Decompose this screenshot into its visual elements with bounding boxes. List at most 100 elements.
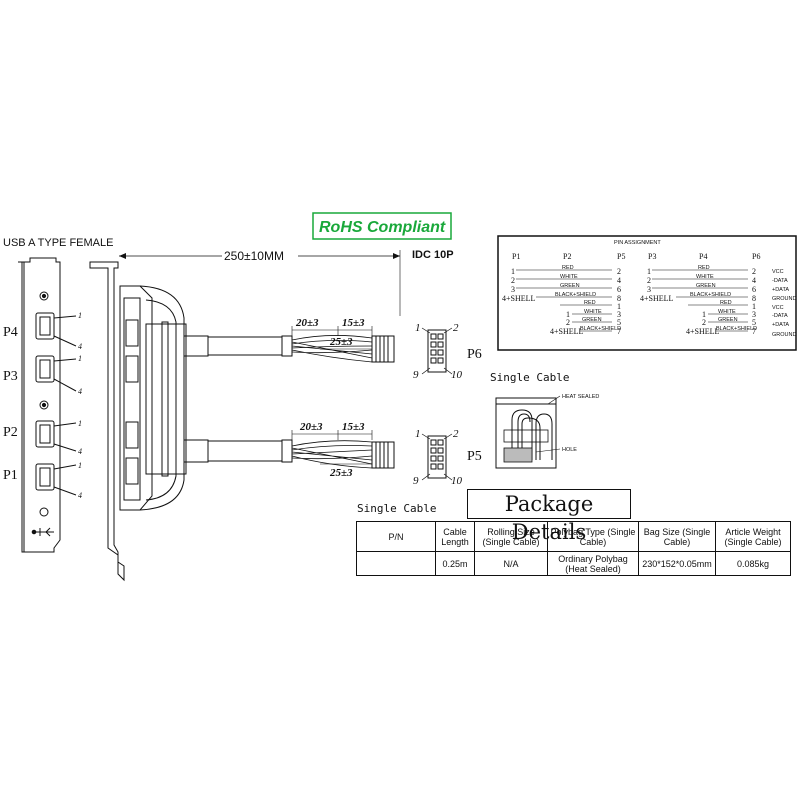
pin-r: 3 bbox=[752, 310, 756, 319]
pin-r: 6 bbox=[617, 285, 621, 294]
port-label-p3: P3 bbox=[3, 369, 18, 384]
pin-l: 4+SHELL bbox=[686, 327, 720, 336]
p5-label: P5 bbox=[467, 449, 482, 464]
signal-name: VCC bbox=[772, 269, 784, 275]
pin-label-bottom: 4 bbox=[78, 447, 82, 456]
p6-pin-10: 10 bbox=[451, 369, 463, 381]
wire-color: BLACK+SHIELD bbox=[580, 326, 621, 332]
wire-color: RED bbox=[584, 300, 596, 306]
table-header-row: P/N Cable Length Rolling Size (Single Ca… bbox=[356, 521, 791, 552]
pin-l: 1 bbox=[647, 267, 651, 276]
signal-name: GROUND bbox=[772, 296, 796, 302]
pin-r: 4 bbox=[617, 276, 621, 285]
dim-c-lower: 25±3 bbox=[329, 467, 353, 479]
cell-bag-size: 230*152*0.05mm bbox=[638, 551, 716, 576]
cell-article-weight: 0.085kg bbox=[715, 551, 791, 576]
pin-r: 6 bbox=[752, 285, 756, 294]
rohs-box bbox=[312, 212, 452, 240]
pin-l: 2 bbox=[702, 318, 706, 327]
dim-a-upper: 20±3 bbox=[295, 317, 319, 329]
cell-polybag-type: Ordinary Polybag (Heat Sealed) bbox=[547, 551, 639, 576]
header-p1: P1 bbox=[512, 252, 520, 261]
table-row: 0.25m N/A Ordinary Polybag (Heat Sealed)… bbox=[356, 551, 791, 576]
pin-r: 1 bbox=[752, 302, 756, 311]
header-p5: P5 bbox=[617, 252, 625, 261]
side-bracket bbox=[89, 261, 187, 582]
package-details-title: Package Details bbox=[467, 489, 631, 544]
pin-assignment-title: PIN ASSIGNMENT bbox=[614, 240, 661, 246]
idc-label: IDC 10P bbox=[412, 249, 454, 261]
p5-pin-9: 9 bbox=[413, 475, 419, 487]
signal-name: VCC bbox=[772, 305, 784, 311]
wire-color: WHITE bbox=[560, 274, 578, 280]
port-label-p2: P2 bbox=[3, 425, 18, 440]
p5-pin-2: 2 bbox=[453, 428, 459, 440]
pin-label-top: 1 bbox=[78, 311, 82, 320]
wire-color: BLACK+SHIELD bbox=[716, 326, 757, 332]
rohs-label: RoHS Compliant bbox=[319, 219, 446, 236]
p6-pin-2: 2 bbox=[453, 322, 459, 334]
wire-color: WHITE bbox=[696, 274, 714, 280]
port-labels: P4 P3 P2 P1 1 4 1 4 1 4 1 4 bbox=[3, 311, 82, 500]
signal-name: -DATA bbox=[772, 278, 788, 284]
dim-b-lower: 15±3 bbox=[342, 421, 365, 433]
header-p6: P6 bbox=[752, 252, 760, 261]
p6-pin-9: 9 bbox=[413, 369, 419, 381]
pin-l: 4+SHELL bbox=[502, 294, 536, 303]
wire-color: RED bbox=[698, 265, 710, 271]
package-single-cable-label: Single Cable bbox=[357, 502, 436, 515]
pin-label-bottom: 4 bbox=[78, 387, 82, 396]
pin-l: 2 bbox=[647, 276, 651, 285]
dim-a-lower: 20±3 bbox=[299, 421, 323, 433]
pin-r: 2 bbox=[617, 267, 621, 276]
pin-l: 2 bbox=[511, 276, 515, 285]
pin-r: 4 bbox=[752, 276, 756, 285]
wire-color: GREEN bbox=[582, 317, 602, 323]
wire-color: WHITE bbox=[584, 309, 602, 315]
pin-r: 5 bbox=[752, 318, 756, 327]
p6-pin-1: 1 bbox=[415, 322, 421, 334]
pin-label-bottom: 4 bbox=[78, 342, 82, 351]
port-label-p4: P4 bbox=[3, 325, 18, 340]
header-polybag-type: Polybag Type (Single Cable) bbox=[547, 521, 639, 552]
signal-name: +DATA bbox=[772, 322, 789, 328]
header-article-weight: Article Weight (Single Cable) bbox=[715, 521, 791, 552]
wire-color: RED bbox=[562, 265, 574, 271]
wire-color: BLACK+SHIELD bbox=[690, 292, 731, 298]
pin-l: 2 bbox=[566, 318, 570, 327]
port-label-p1: P1 bbox=[3, 468, 18, 483]
p6-label: P6 bbox=[467, 347, 482, 362]
p5-pin-1: 1 bbox=[415, 428, 421, 440]
pin-r: 8 bbox=[752, 294, 756, 303]
pin-label-top: 1 bbox=[78, 419, 82, 428]
wire-color: BLACK+SHIELD bbox=[555, 292, 596, 298]
pin-l: 1 bbox=[566, 310, 570, 319]
idc-connector-p6 bbox=[421, 327, 453, 375]
header-pn: P/N bbox=[356, 521, 436, 552]
header-bag-size: Bag Size (Single Cable) bbox=[638, 521, 716, 552]
length-dimension: 250±10MM bbox=[119, 248, 401, 316]
signal-name: GROUND bbox=[772, 332, 796, 338]
cell-rolling-size: N/A bbox=[474, 551, 548, 576]
cell-pn bbox=[356, 551, 436, 576]
pin-l: 4+SHELL bbox=[550, 327, 584, 336]
signal-name: +DATA bbox=[772, 287, 789, 293]
signal-name: -DATA bbox=[772, 313, 788, 319]
pin-r: 8 bbox=[617, 294, 621, 303]
front-bracket bbox=[18, 257, 77, 553]
length-text: 250±10MM bbox=[224, 249, 284, 263]
pin-label-top: 1 bbox=[78, 354, 82, 363]
cell-cable-length: 0.25m bbox=[435, 551, 475, 576]
heat-sealed-label: HEAT SEALED bbox=[562, 394, 599, 400]
pin-r: 7 bbox=[752, 327, 756, 336]
pin-assignment-table: PIN ASSIGNMENT P1 P2 P5 P3 P4 P6 1 2 3 4… bbox=[497, 235, 797, 351]
header-p2: P2 bbox=[563, 252, 571, 261]
pin-r: 3 bbox=[617, 310, 621, 319]
pin-r: 1 bbox=[617, 302, 621, 311]
header-p4: P4 bbox=[699, 252, 707, 261]
usb-title: USB A TYPE FEMALE bbox=[3, 237, 113, 249]
pin-r: 5 bbox=[617, 318, 621, 327]
pin-r: 7 bbox=[617, 327, 621, 336]
single-cable-label: Single Cable bbox=[490, 371, 569, 384]
